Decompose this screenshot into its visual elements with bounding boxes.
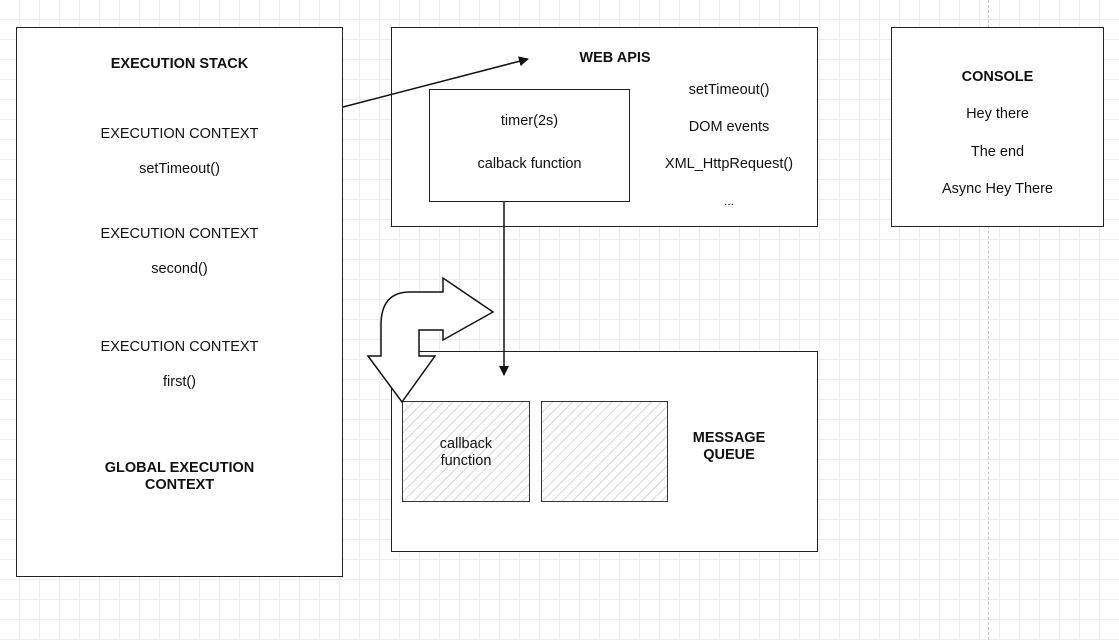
execution-stack-box — [16, 27, 343, 577]
message-queue-title-line-1: MESSAGE — [692, 430, 766, 446]
console-line-2: The end — [970, 144, 1025, 160]
timer-callback-label: calback function — [477, 156, 582, 172]
context-heading-1: EXECUTION CONTEXT — [100, 126, 259, 142]
web-api-item-3: XML_HttpRequest() — [664, 156, 794, 172]
web-api-item-2: DOM events — [688, 119, 770, 135]
console-title: CONSOLE — [961, 69, 1034, 85]
context-fn-2: second() — [151, 261, 208, 277]
queue-item-line-2: function — [440, 453, 492, 469]
stack-to-webapis-arrow — [342, 56, 529, 108]
global-context-line-1: GLOBAL EXECUTION — [104, 460, 255, 476]
queue-slot-callback — [402, 401, 530, 502]
timer-box — [429, 89, 630, 202]
global-context-line-2: CONTEXT — [144, 477, 215, 493]
message-queue-title-line-2: QUEUE — [703, 447, 755, 463]
queue-slot-empty — [541, 401, 668, 502]
console-box — [891, 27, 1104, 227]
context-fn-1: setTimeout() — [139, 161, 220, 177]
context-heading-3: EXECUTION CONTEXT — [100, 339, 259, 355]
console-line-1: Hey there — [966, 106, 1029, 122]
page-divider-line — [988, 0, 989, 640]
context-fn-3: first() — [162, 374, 196, 390]
web-api-item-1: setTimeout() — [688, 82, 770, 98]
event-loop-curved-arrow-icon — [366, 276, 495, 404]
web-api-item-4: ... — [723, 194, 734, 208]
execution-stack-title: EXECUTION STACK — [110, 56, 249, 72]
context-heading-2: EXECUTION CONTEXT — [100, 226, 259, 242]
web-apis-title: WEB APIS — [579, 50, 651, 66]
console-line-3: Async Hey There — [942, 181, 1053, 197]
timer-label: timer(2s) — [500, 113, 559, 129]
queue-item-line-1: callback — [439, 436, 493, 452]
